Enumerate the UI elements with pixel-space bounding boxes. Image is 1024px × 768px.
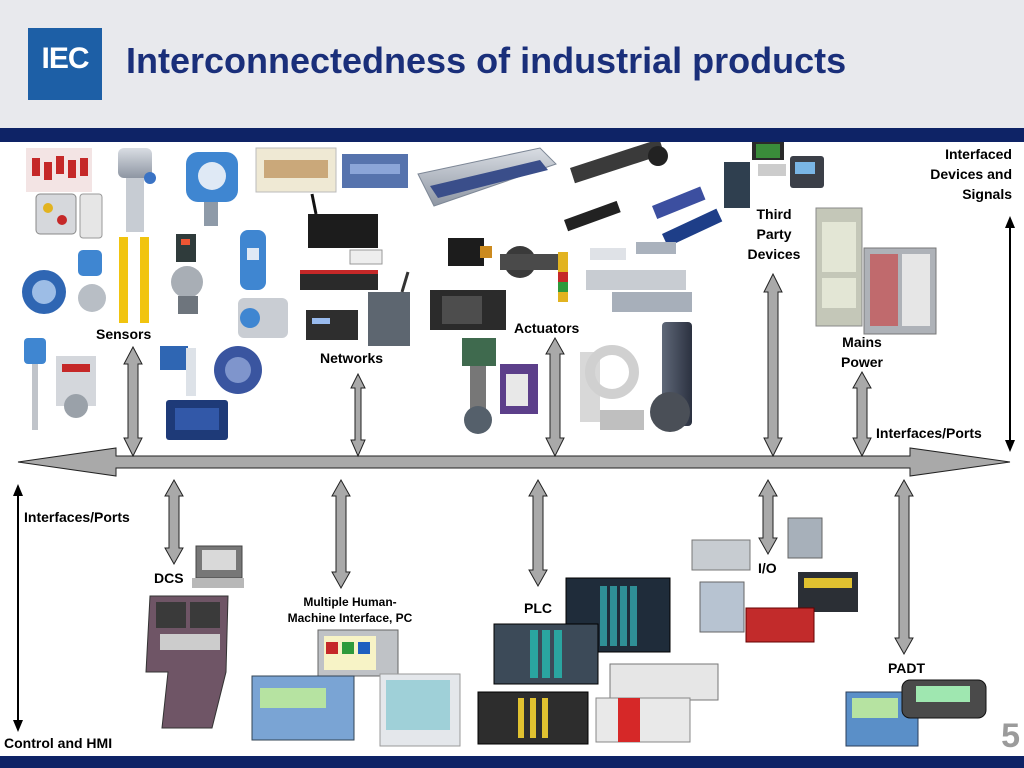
label-hmi: Multiple Human- Machine Interface, PC (270, 594, 430, 626)
label-mains-line1: Mains (842, 334, 882, 350)
label-mains-power: Mains Power (832, 332, 892, 372)
iec-logo-text: IEC (41, 42, 89, 75)
label-plc: PLC (524, 600, 552, 616)
label-sensors: Sensors (96, 326, 152, 342)
plc-images (477, 577, 719, 745)
upper-connectors (123, 272, 872, 458)
label-hmi-line2: Machine Interface, PC (287, 611, 413, 625)
label-interfaced-line3: Signals (962, 186, 1012, 202)
label-hmi-line1: Multiple Human- (303, 595, 397, 609)
networks-images (255, 147, 410, 346)
side-arrows (13, 216, 1015, 732)
label-interfaced-line2: Devices and (930, 166, 1012, 182)
label-actuators: Actuators (514, 320, 580, 336)
top-band (0, 128, 1024, 142)
label-third-party-line3: Devices (747, 246, 801, 262)
label-interfaced-devices: Interfaced Devices and Signals (900, 144, 1012, 204)
actuators-images (417, 142, 723, 434)
label-third-party: Third Party Devices (740, 204, 808, 264)
padt-images (845, 679, 987, 747)
sensors-images (22, 148, 288, 440)
bottom-band (0, 756, 1024, 768)
label-padt: PADT (888, 660, 926, 676)
third-party-images (724, 142, 824, 208)
label-control-hmi: Control and HMI (4, 735, 113, 751)
label-interfaces-ports-left: Interfaces/Ports (24, 509, 130, 525)
label-third-party-line1: Third (756, 206, 792, 222)
slide-title: Interconnectedness of industrial product… (126, 40, 847, 81)
slide-header: IEC Interconnectedness of industrial pro… (0, 0, 1024, 128)
bus-arrow (17, 447, 1011, 477)
io-images (691, 517, 858, 643)
iec-logo: IEC (28, 28, 102, 100)
hmi-images (251, 629, 461, 747)
label-interfaced-line1: Interfaced (945, 146, 1012, 162)
label-third-party-line2: Party (756, 226, 792, 242)
label-mains-line2: Power (840, 354, 883, 370)
label-dcs: DCS (154, 570, 184, 586)
label-networks: Networks (320, 350, 384, 366)
diagram-graphics (13, 142, 1015, 747)
interconnection-diagram: Sensors Networks Actuators Third Party D… (0, 142, 1024, 756)
mains-power-images (815, 207, 937, 335)
page-number: 5 (1001, 717, 1020, 755)
label-interfaces-ports-right: Interfaces/Ports (876, 425, 982, 441)
label-io: I/O (758, 560, 777, 576)
lower-connectors (164, 478, 914, 656)
dcs-images (145, 545, 244, 729)
